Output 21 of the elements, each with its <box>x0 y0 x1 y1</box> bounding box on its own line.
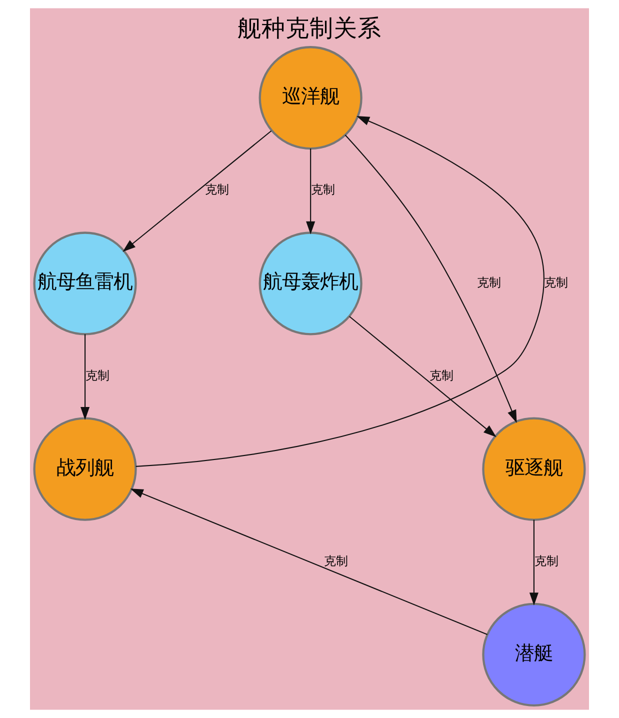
edge-label: 克制 <box>544 275 568 290</box>
arrow <box>349 316 496 438</box>
node-circle: 航母轰炸机 <box>258 232 362 336</box>
node-circle: 巡洋舰 <box>258 46 362 150</box>
edge-label: 克制 <box>310 182 335 197</box>
edge-label: 克制 <box>430 368 454 382</box>
edge-label: 克制 <box>324 554 348 568</box>
arrow <box>344 134 517 424</box>
arrow <box>130 488 488 636</box>
arrow <box>306 148 316 234</box>
arrow <box>80 334 90 420</box>
node-circle: 战列舰 <box>33 417 137 521</box>
arrow <box>122 130 272 252</box>
edge-label: 克制 <box>534 554 558 568</box>
edge-label: 克制 <box>477 275 502 290</box>
edge-label: 克制 <box>205 182 230 197</box>
diagram-title: 舰种克制关系 <box>238 14 382 42</box>
edge-label: 克制 <box>85 368 110 382</box>
arrow <box>529 520 538 606</box>
arrow <box>136 116 544 467</box>
node-circle: 潜艇 <box>482 602 586 706</box>
